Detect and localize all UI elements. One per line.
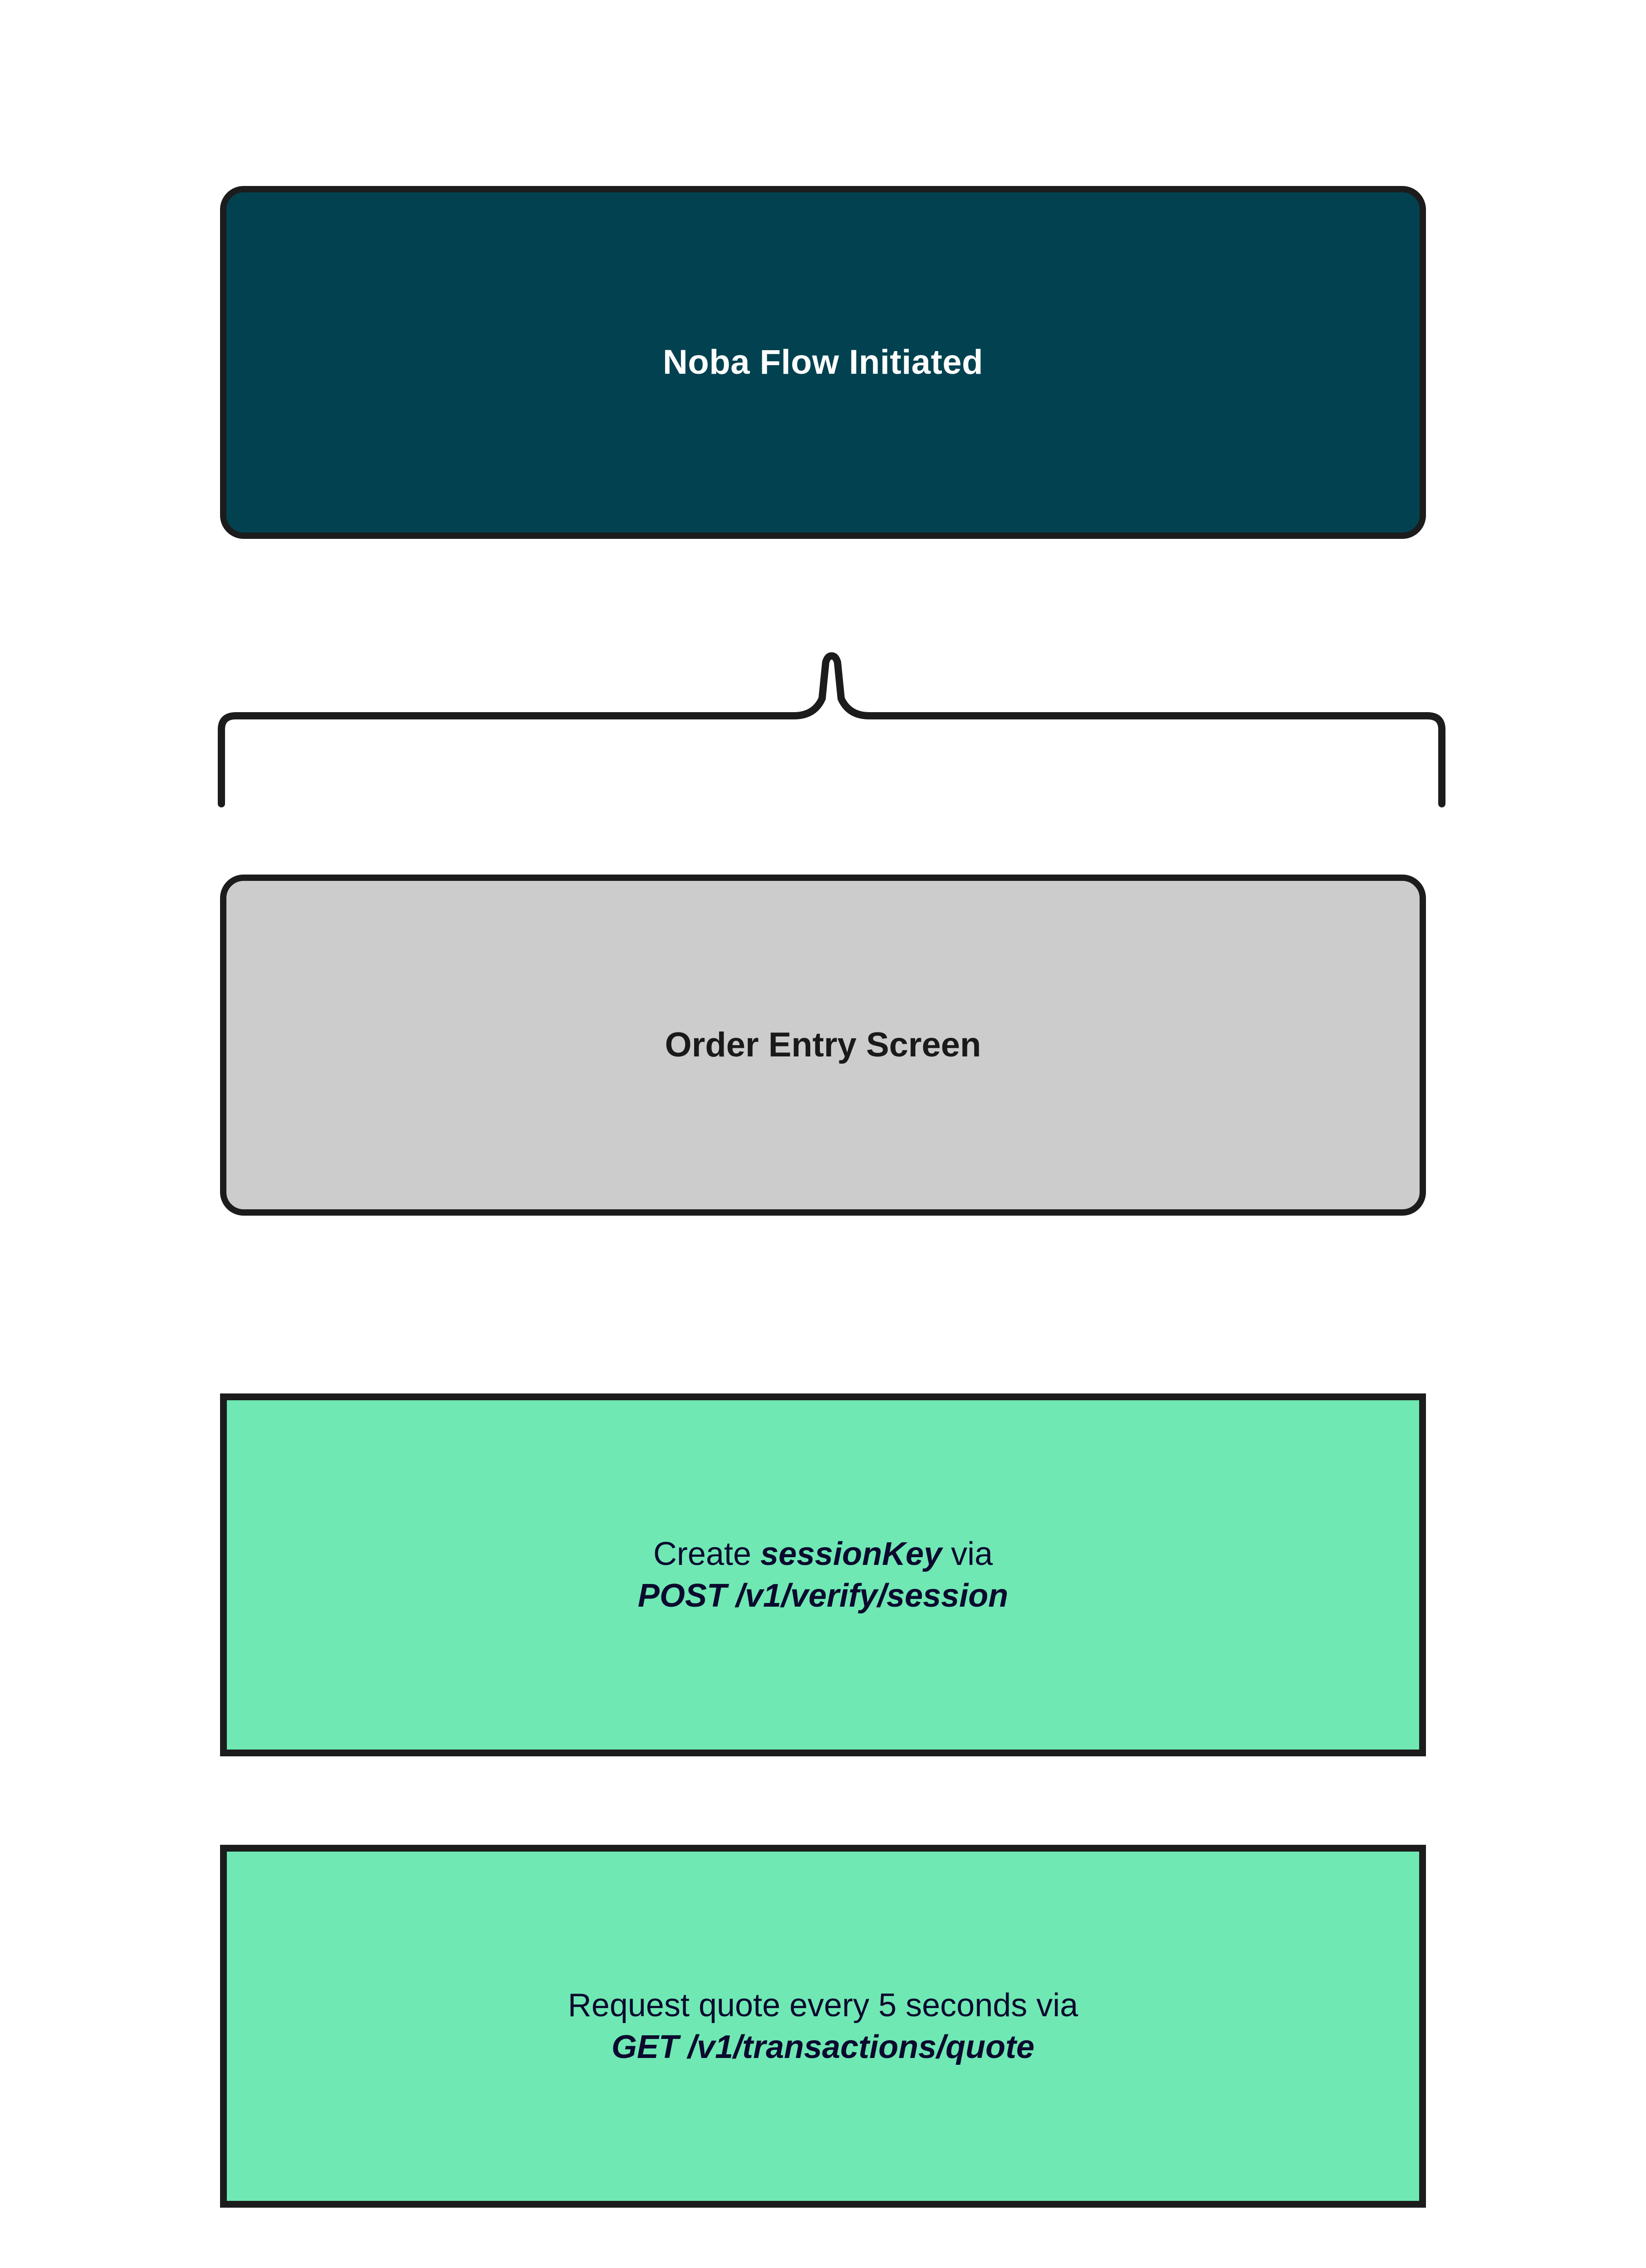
node-order-entry-screen-label: Order Entry Screen: [665, 1026, 981, 1065]
line-2-endpoint: GET /v1/transactions/quote: [611, 2029, 1035, 2065]
line-1: Request quote every 5 seconds via: [568, 1987, 1078, 2024]
node-request-quote[interactable]: Request quote every 5 seconds via GET /v…: [220, 1845, 1426, 2208]
curly-brace-icon: [218, 652, 1445, 807]
connector-curly-brace: [200, 635, 1452, 826]
node-create-session-key-label: Create sessionKey via POST /v1/verify/se…: [227, 1533, 1419, 1617]
node-noba-flow-initiated[interactable]: Noba Flow Initiated: [220, 186, 1426, 539]
node-noba-flow-initiated-label: Noba Flow Initiated: [662, 343, 984, 382]
node-order-entry-screen[interactable]: Order Entry Screen: [220, 875, 1426, 1216]
line-1: Create sessionKey via: [653, 1535, 993, 1572]
node-create-session-key[interactable]: Create sessionKey via POST /v1/verify/se…: [220, 1393, 1426, 1756]
line-2-endpoint: POST /v1/verify/session: [637, 1578, 1009, 1614]
node-request-quote-label: Request quote every 5 seconds via GET /v…: [227, 1984, 1419, 2068]
